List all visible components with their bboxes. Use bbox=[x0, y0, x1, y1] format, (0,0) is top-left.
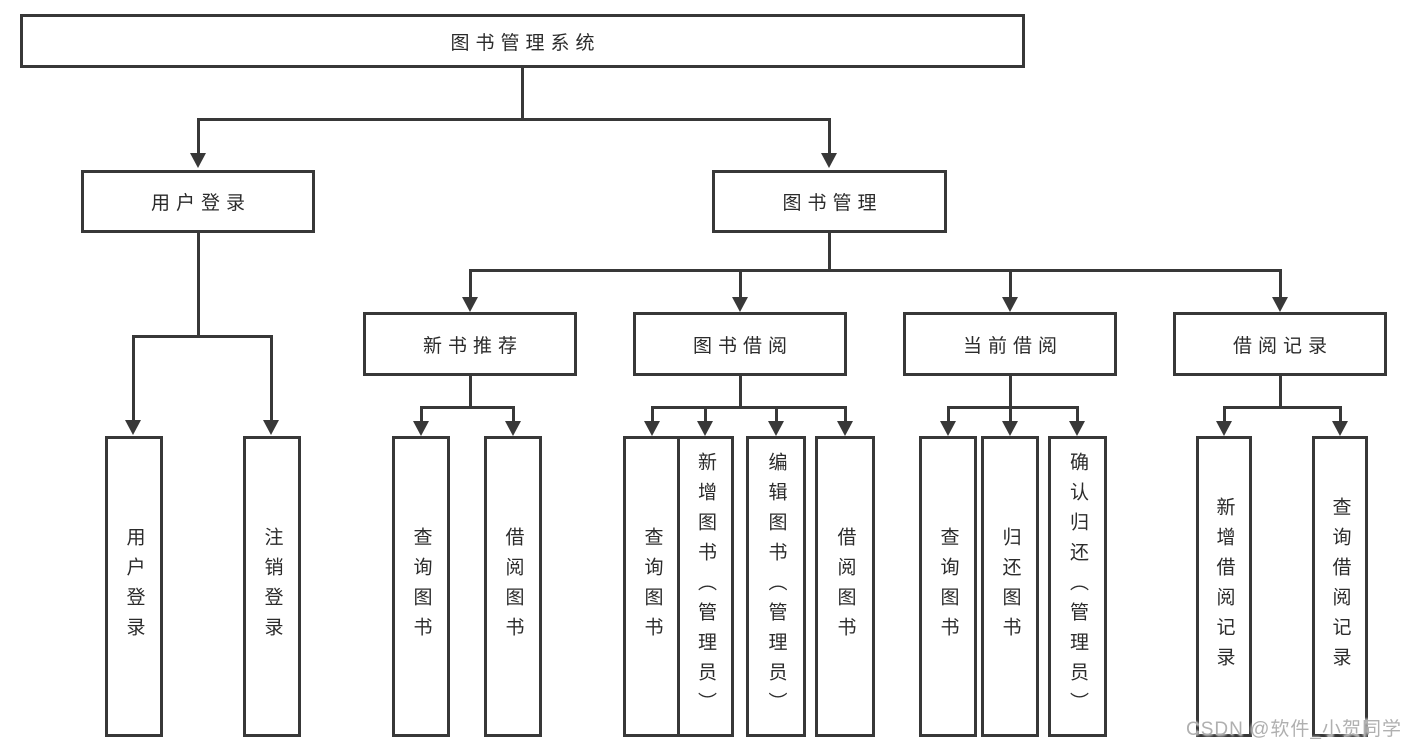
node-new-book-recommend-label: 新书推荐 bbox=[422, 335, 523, 357]
arrow-down-icon bbox=[768, 421, 784, 436]
node-user-login: 用户登录 bbox=[81, 170, 315, 233]
connector-line bbox=[844, 406, 847, 422]
connector-line bbox=[420, 406, 423, 422]
connector-line bbox=[739, 376, 742, 406]
connector-line bbox=[420, 406, 515, 409]
connector-line bbox=[828, 118, 831, 154]
node-user-login-label: 用户登录 bbox=[150, 193, 251, 214]
connector-line bbox=[197, 118, 200, 154]
leaf-query-borrow-record: 查询借阅记录 bbox=[1312, 436, 1368, 737]
arrow-down-icon bbox=[1332, 421, 1348, 436]
arrow-down-icon bbox=[940, 421, 956, 436]
arrow-down-icon bbox=[462, 297, 478, 312]
node-current-borrowing: 当前借阅 bbox=[903, 312, 1117, 376]
arrow-down-icon bbox=[1002, 297, 1018, 312]
leaf-user-login: 用户登录 bbox=[105, 436, 163, 737]
arrow-down-icon bbox=[1002, 421, 1018, 436]
arrow-down-icon bbox=[413, 421, 429, 436]
connector-line bbox=[947, 406, 950, 422]
connector-line bbox=[197, 233, 200, 335]
arrow-down-icon bbox=[732, 297, 748, 312]
leaf-add-book-admin: 新增图书（管理员） bbox=[677, 436, 734, 737]
connector-line bbox=[521, 68, 524, 118]
connector-line bbox=[651, 406, 654, 422]
connector-line bbox=[197, 118, 831, 121]
connector-line bbox=[1279, 376, 1282, 406]
connector-line bbox=[1009, 406, 1012, 422]
leaf-logout: 注销登录 bbox=[243, 436, 301, 737]
arrow-down-icon bbox=[697, 421, 713, 436]
connector-line bbox=[1339, 406, 1342, 422]
connector-line bbox=[469, 269, 1282, 272]
connector-line bbox=[1076, 406, 1079, 422]
arrow-down-icon bbox=[1069, 421, 1085, 436]
connector-line bbox=[1223, 406, 1226, 422]
connector-line bbox=[828, 233, 831, 269]
node-root-label: 图书管理系统 bbox=[450, 32, 601, 54]
connector-line bbox=[1009, 269, 1012, 298]
leaf-query-book-borrowing: 查询图书 bbox=[623, 436, 681, 737]
connector-line bbox=[1009, 376, 1012, 406]
connector-line bbox=[775, 406, 778, 422]
leaf-borrow-book: 借阅图书 bbox=[815, 436, 875, 737]
arrow-down-icon bbox=[125, 420, 141, 435]
connector-line bbox=[132, 335, 273, 338]
arrow-down-icon bbox=[263, 420, 279, 435]
node-book-borrowing-label: 图书借阅 bbox=[692, 335, 793, 357]
node-root: 图书管理系统 bbox=[20, 14, 1025, 68]
connector-line bbox=[651, 406, 847, 409]
connector-line bbox=[704, 406, 707, 422]
leaf-confirm-return-admin: 确认归还（管理员） bbox=[1048, 436, 1107, 737]
arrow-down-icon bbox=[505, 421, 521, 436]
node-current-borrowing-label: 当前借阅 bbox=[962, 335, 1063, 357]
node-book-borrowing: 图书借阅 bbox=[633, 312, 847, 376]
leaf-query-book-recommend: 查询图书 bbox=[392, 436, 450, 737]
connector-line bbox=[270, 335, 273, 421]
leaf-add-borrow-record: 新增借阅记录 bbox=[1196, 436, 1252, 737]
connector-line bbox=[132, 335, 135, 421]
leaf-query-book-current: 查询图书 bbox=[919, 436, 977, 737]
leaf-edit-book-admin: 编辑图书（管理员） bbox=[746, 436, 806, 737]
connector-line bbox=[512, 406, 515, 422]
connector-line bbox=[1223, 406, 1342, 409]
arrow-down-icon bbox=[837, 421, 853, 436]
leaf-borrow-book-recommend: 借阅图书 bbox=[484, 436, 542, 737]
arrow-down-icon bbox=[190, 153, 206, 168]
watermark: CSDN @软件_小贺同学 bbox=[1186, 719, 1402, 740]
connector-line bbox=[469, 269, 472, 298]
arrow-down-icon bbox=[821, 153, 837, 168]
node-book-management-label: 图书管理 bbox=[782, 193, 883, 214]
node-borrow-records-label: 借阅记录 bbox=[1232, 335, 1333, 357]
node-book-management: 图书管理 bbox=[712, 170, 947, 233]
connector-line bbox=[1279, 269, 1282, 298]
connector-line bbox=[739, 269, 742, 298]
arrow-down-icon bbox=[644, 421, 660, 436]
node-new-book-recommend: 新书推荐 bbox=[363, 312, 577, 376]
connector-line bbox=[947, 406, 1079, 409]
arrow-down-icon bbox=[1272, 297, 1288, 312]
node-borrow-records: 借阅记录 bbox=[1173, 312, 1387, 376]
leaf-return-book: 归还图书 bbox=[981, 436, 1039, 737]
connector-line bbox=[469, 376, 472, 406]
arrow-down-icon bbox=[1216, 421, 1232, 436]
